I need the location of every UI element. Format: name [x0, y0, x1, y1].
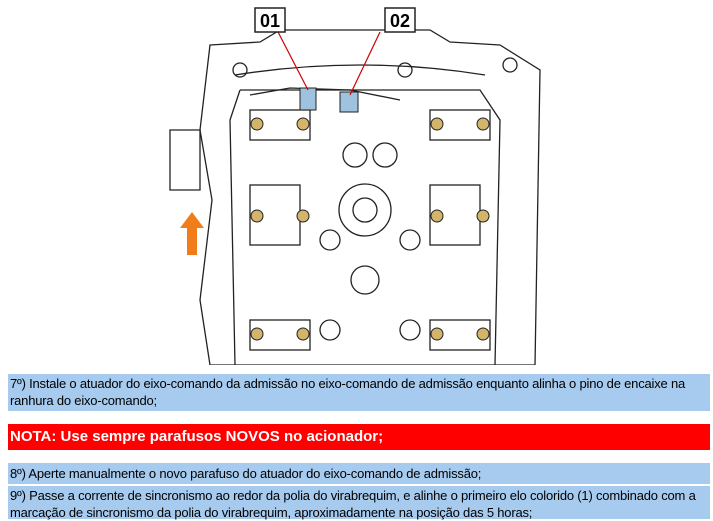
actuator-highlight-01	[299, 87, 317, 111]
callout-02: 02	[384, 7, 416, 33]
step-8: 8º) Aperte manualmente o novo parafuso d…	[8, 463, 710, 484]
up-arrow-icon	[180, 212, 204, 255]
svg-text:02: 02	[390, 11, 410, 31]
svg-text:01: 01	[260, 11, 280, 31]
actuator-highlight-02	[339, 91, 359, 113]
step-7: 7º) Instale o atuador do eixo-comando da…	[8, 374, 710, 411]
step-9: 9º) Passe a corrente de sincronismo ao r…	[8, 486, 710, 520]
note-banner: NOTA: Use sempre parafusos NOVOS no acio…	[8, 424, 710, 450]
callout-01: 01	[254, 7, 286, 33]
engine-timing-diagram: 01 02	[169, 7, 541, 365]
